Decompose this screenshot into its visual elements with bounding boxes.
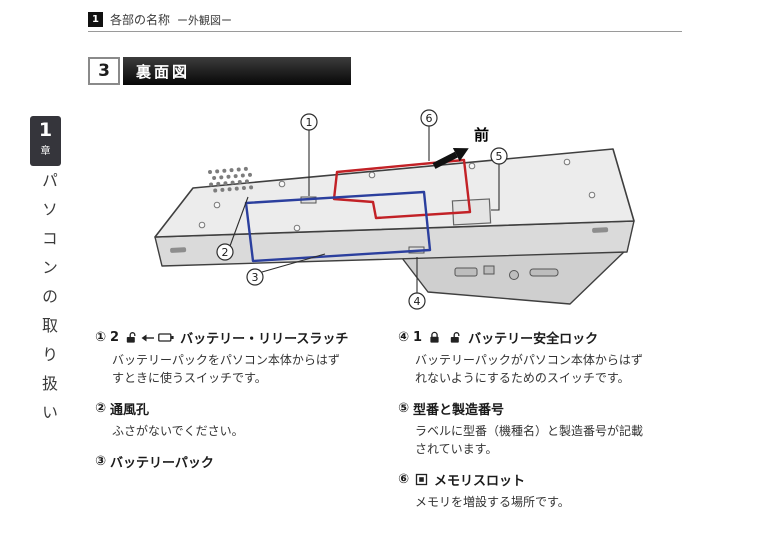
section-number-box: 3 [88,57,120,85]
list-item: ⑤ 型番と製造番号 ラベルに型番（機種名）と製造番号が記載 されています。 [398,399,738,458]
callout-4-circle [408,292,426,310]
unlock-icon [450,332,460,343]
breadcrumb-number-box: 1 [88,12,103,27]
callout-6-number: 6 [426,112,433,125]
item-prefix: 1 [413,330,423,345]
chapter-label: 章 [40,146,51,157]
laptop-body [154,148,635,305]
callout-lines [229,126,500,293]
item-description: バッテリーパックがパソコン本体からはず れないようにするためのスイッチです。 [415,353,643,385]
memory-icon [415,473,428,486]
callout-4-number: 4 [414,295,421,308]
item-marker: ① [95,330,107,345]
callout-3-number: 3 [252,271,259,284]
lock-icon [430,331,439,343]
item-marker: ⑥ [398,472,410,487]
callout-1-number: 1 [306,116,313,129]
item-title: ⑤ 型番と製造番号 [398,399,738,418]
callout-5-circle [490,147,508,165]
item-title: ③ バッテリーパック [95,452,395,471]
lock-symbol-icons [428,331,462,344]
item-marker: ② [95,401,107,416]
item-description: メモリを増設する場所です。 [415,495,570,509]
item-title-text: バッテリー安全ロック [468,332,599,347]
unlock-icon [126,332,136,343]
callout-3-line [261,253,326,273]
callout-2-number: 2 [222,246,229,259]
front-direction-arrow-icon [432,147,469,169]
item-marker: ③ [95,454,107,469]
memory-symbol-icons [415,473,428,486]
callout-2-line [229,196,249,247]
callout-2-circle [216,243,234,261]
item-title: ⑥ メモリスロット [398,470,738,489]
list-item: ② 通風孔 ふさがないでください。 [95,399,395,440]
list-item: ④ 1 バッテリー安全ロック バッテリーパックがパソコン本体からはず れないよう… [398,328,738,387]
item-title: ① 2 バッテリー・リリースラッチ [95,328,395,347]
item-title: ④ 1 バッテリー安全ロック [398,328,738,347]
item-description: ラベルに型番（機種名）と製造番号が記載 されています。 [415,424,644,456]
breadcrumb-title: 各部の名称 [110,13,171,27]
left-arrow-icon [141,334,155,341]
callout-1-circle [300,113,318,131]
item-column-right: ④ 1 バッテリー安全ロック バッテリーパックがパソコン本体からはず れないよう… [398,328,738,523]
header-divider [88,31,682,32]
item-marker: ④ [398,330,410,345]
front-label: 前 [474,126,489,144]
laptop-bottom-view-figure: 1 6 5 2 3 4 前 [154,109,635,310]
battery-pack-outline [244,190,432,263]
callout-markers: 1 6 5 2 3 4 [216,109,508,310]
callout-5-line [491,164,500,211]
list-item: ⑥ メモリスロット メモリを増設する場所です。 [398,470,738,511]
item-marker: ⑤ [398,401,410,416]
breadcrumb: 1 各部の名称 ー外観図ー [88,11,232,28]
memory-cover-outline [332,158,472,220]
item-description: バッテリーパックをパソコン本体からはず すときに使うスイッチです。 [112,353,340,385]
item-title-text: 通風孔 [110,403,150,418]
section-heading: 3 裏面図 [88,57,351,85]
battery-icon [158,333,174,342]
item-title-text: バッテリーパック [110,456,214,471]
chapter-tab: 1 章 [30,116,61,166]
screw-holes [198,158,596,232]
breadcrumb-subtitle: ー外観図ー [177,13,233,27]
sidebar-vertical-title: パソコンの取り扱い [39,172,58,433]
side-ports [454,265,559,280]
item-title-text: 型番と製造番号 [413,403,505,418]
vent-grille-icon [208,166,254,193]
chapter-number: 1 [38,119,53,141]
item-description: ふさがないでください。 [112,424,244,438]
item-column-left: ① 2 バッテリー・リリースラッチ [95,328,395,483]
callout-6-circle [420,109,438,127]
callout-5-number: 5 [496,150,503,163]
item-title-text: メモリスロット [434,474,526,489]
list-item: ① 2 バッテリー・リリースラッチ [95,328,395,387]
rubber-feet [170,227,609,253]
item-title: ② 通風孔 [95,399,395,418]
item-prefix: 2 [110,330,120,345]
callout-3-circle [246,268,264,286]
item-title-text: バッテリー・リリースラッチ [180,332,349,347]
latch-symbol-icons [125,331,174,344]
section-title-banner: 裏面図 [123,57,351,85]
list-item: ③ バッテリーパック [95,452,395,471]
